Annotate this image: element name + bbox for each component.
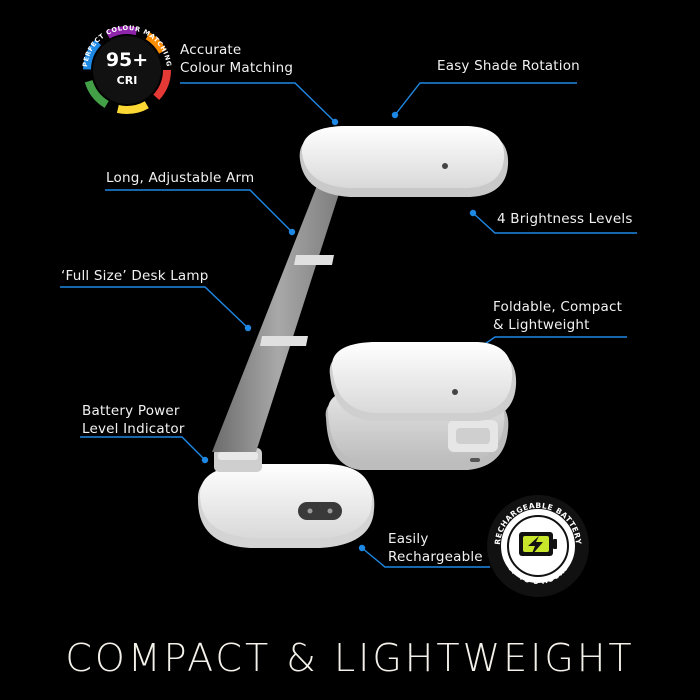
line-battery <box>80 436 206 461</box>
feature-colour-matching: Accurate Colour Matching <box>180 42 294 76</box>
feature-full-size: ‘Full Size’ Desk Lamp <box>61 268 209 284</box>
line-rotation <box>394 82 577 116</box>
line-brightness <box>472 212 637 234</box>
cri-badge: 95+ CRI PERFECT COLOUR MATCHING <box>81 24 172 114</box>
cri-number: 95+ <box>106 49 148 71</box>
lamp-base <box>197 464 375 548</box>
battery-icon <box>519 532 557 556</box>
line-fullsize <box>60 286 249 329</box>
cri-unit: CRI <box>117 74 138 87</box>
callout-lines <box>60 82 637 568</box>
feature-rechargeable: Easily Rechargeable <box>388 531 483 565</box>
feature-brightness-levels: 4 Brightness Levels <box>497 211 633 227</box>
feature-adjustable-arm: Long, Adjustable Arm <box>106 170 255 186</box>
feature-foldable: Foldable, Compact & Lightweight <box>493 299 623 333</box>
lamp-shade <box>299 126 509 197</box>
feature-shade-rotation: Easy Shade Rotation <box>437 58 580 74</box>
headline: COMPACT & LIGHTWEIGHT <box>65 636 635 680</box>
folded-lamp <box>325 342 517 470</box>
line-colour <box>180 82 336 123</box>
lamp-hinge <box>214 448 262 472</box>
line-recharge <box>361 547 490 568</box>
line-arm <box>105 189 293 233</box>
battery-badge: RECHARGEABLE BATTERY UP TO 8 HOURS <box>487 495 589 597</box>
feature-battery-indicator: Battery Power Level Indicator <box>82 403 185 437</box>
